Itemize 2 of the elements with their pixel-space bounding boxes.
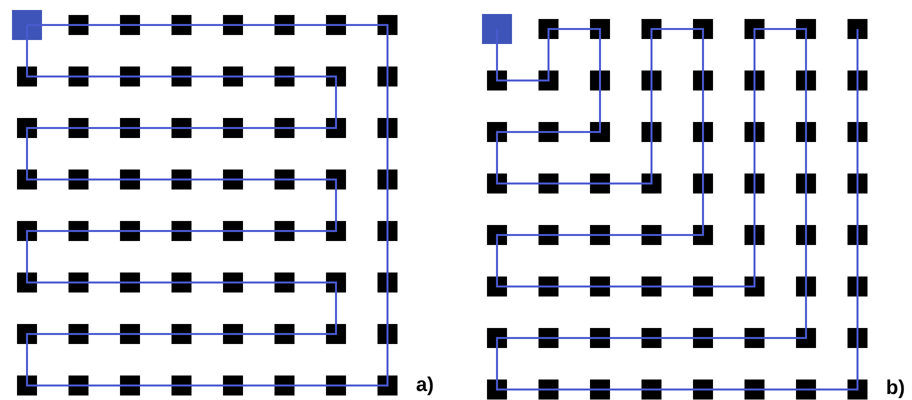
panel-label: b)	[886, 377, 905, 399]
panel-label: a)	[416, 374, 434, 396]
